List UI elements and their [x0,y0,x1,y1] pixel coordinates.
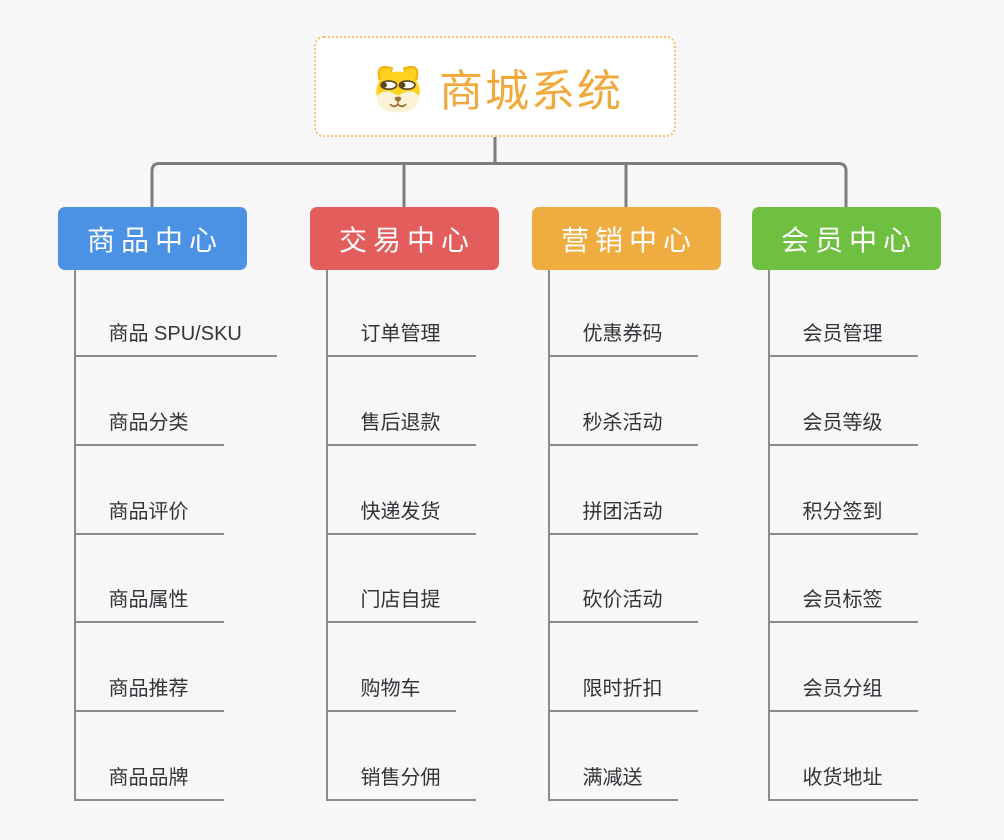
branch-node[interactable]: 会员中心 [751,207,941,270]
leaf-node[interactable]: 秒杀活动 [547,410,698,446]
leaf-node[interactable]: 拼团活动 [547,499,698,535]
leaf-node[interactable]: 商品评价 [73,499,224,535]
branch-node-label: 会员中心 [780,224,917,256]
branch-trunk-line [767,270,770,801]
leaf-node[interactable]: 快递发货 [325,499,476,535]
branch-trunk-line [547,270,550,801]
leaf-node[interactable]: 满减送 [547,765,678,801]
branch-node[interactable]: 营销中心 [531,207,721,270]
branch-node-label: 交易中心 [338,224,475,256]
dog-face-icon [367,56,429,118]
branch-node[interactable]: 商品中心 [57,207,247,270]
leaf-node[interactable]: 会员管理 [767,321,918,357]
branch-node[interactable]: 交易中心 [309,207,499,270]
leaf-node[interactable]: 商品 SPU/SKU [73,321,277,357]
branch-trunk-line [73,270,76,801]
leaf-node[interactable]: 订单管理 [325,321,476,357]
leaf-node[interactable]: 优惠券码 [547,321,698,357]
leaf-node[interactable]: 限时折扣 [547,676,698,713]
leaf-node[interactable]: 会员等级 [767,410,918,446]
leaf-node[interactable]: 商品属性 [73,587,224,624]
leaf-node[interactable]: 购物车 [325,676,456,713]
leaf-node[interactable]: 商品分类 [73,410,224,446]
branch-node-label: 营销中心 [560,224,697,256]
leaf-node[interactable]: 销售分佣 [325,765,476,801]
leaf-node[interactable]: 会员分组 [767,676,918,713]
leaf-node[interactable]: 砍价活动 [547,587,698,624]
root-node[interactable]: 商城系统 [314,36,676,137]
leaf-node[interactable]: 门店自提 [325,587,476,624]
branch-node-label: 商品中心 [86,224,223,256]
leaf-node[interactable]: 会员标签 [767,587,918,624]
leaf-node[interactable]: 积分签到 [767,499,918,535]
leaf-node[interactable]: 商品推荐 [73,676,224,713]
root-node-label: 商城系统 [439,66,623,116]
leaf-node[interactable]: 商品品牌 [73,765,224,801]
branch-trunk-line [325,270,328,801]
leaf-node[interactable]: 收货地址 [767,765,918,801]
leaf-node[interactable]: 售后退款 [325,410,476,446]
